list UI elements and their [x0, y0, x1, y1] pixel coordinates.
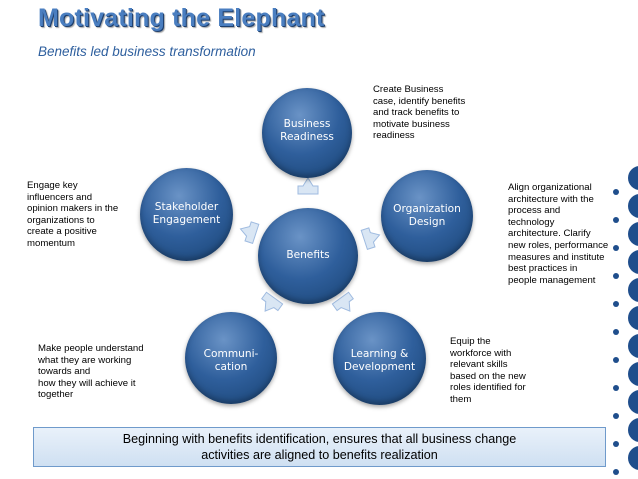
summary-line: Beginning with benefits identification, …: [122, 432, 517, 446]
deco-dot: [628, 362, 638, 386]
arrow-lower-left-icon: [261, 291, 284, 312]
note-line: technology: [508, 216, 555, 228]
node-label: Readiness: [280, 131, 334, 143]
node-label: Development: [343, 361, 416, 373]
deco-dot: [628, 334, 638, 358]
node-label: Business: [283, 118, 331, 130]
deco-dot: [628, 194, 638, 218]
summary-box: Beginning with benefits identification, …: [33, 427, 606, 467]
note-communication: Make people understand what they are wor…: [38, 343, 144, 401]
deco-dot: [613, 469, 619, 475]
deco-dot: [613, 441, 619, 447]
deco-dot: [613, 329, 619, 335]
note-line: case, identify benefits: [373, 95, 466, 107]
deco-dot: [628, 222, 638, 246]
deco-dot: [628, 306, 638, 330]
note-line: based on the new: [450, 370, 526, 382]
deco-dot: [628, 250, 638, 274]
note-line: how they will achieve it: [38, 377, 136, 389]
note-line: and track benefits to: [373, 107, 460, 119]
note-line: new roles, performance: [508, 239, 609, 251]
deco-dot: [628, 418, 638, 442]
note-line: influencers and: [27, 191, 93, 203]
note-line: Engage key: [27, 180, 78, 191]
note-line: Align organizational: [508, 182, 592, 193]
note-organization-design: Align organizational architecture with t…: [508, 182, 608, 286]
deco-dot: [613, 273, 619, 279]
arrow-up-icon: [297, 177, 319, 195]
note-stakeholder-engagement: Engage key influencers and opinion maker…: [27, 180, 118, 250]
note-line: momentum: [27, 237, 75, 249]
node-label: Design: [408, 216, 446, 228]
node-label: Stakeholder: [154, 201, 219, 213]
note-business-readiness: Create Business case, identify benefits …: [373, 84, 465, 142]
page-subtitle: Benefits led business transformation: [38, 44, 256, 59]
arrow-upper-left-icon: [239, 221, 260, 244]
deco-dot: [628, 166, 638, 190]
note-line: organizations to: [27, 214, 95, 226]
node-label: Organization: [393, 203, 461, 215]
note-line: roles identified for: [450, 382, 526, 394]
note-line: people management: [508, 274, 596, 286]
node-business-readiness: Business Readiness: [262, 88, 352, 178]
arrow-lower-right-icon: [331, 291, 354, 312]
note-line: relevant skills: [450, 359, 508, 371]
node-label: cation: [214, 361, 248, 373]
node-stakeholder-engagement: Stakeholder Engagement: [140, 168, 233, 261]
deco-dot: [613, 189, 619, 195]
node-communication: Communi- cation: [185, 312, 277, 404]
deco-dot: [613, 413, 619, 419]
note-learning-development: Equip the workforce with relevant skills…: [450, 336, 526, 406]
node-label: Benefits: [286, 249, 330, 261]
note-line: architecture with the: [508, 193, 594, 205]
note-line: measures and institute: [508, 251, 605, 263]
note-line: them: [450, 393, 472, 405]
node-label: Engagement: [152, 214, 221, 226]
note-line: readiness: [373, 130, 415, 142]
deco-dot: [613, 357, 619, 363]
note-line: create a positive: [27, 226, 97, 238]
page-title: Motivating the Elephant: [38, 4, 325, 32]
note-line: Create Business: [373, 84, 444, 95]
deco-dot: [628, 390, 638, 414]
deco-dot: [628, 278, 638, 302]
note-line: best practices in: [508, 263, 578, 275]
note-line: towards and: [38, 366, 91, 378]
note-line: motivate business: [373, 118, 450, 130]
note-line: process and: [508, 205, 561, 217]
node-organization-design: Organization Design: [381, 170, 473, 262]
node-label: Communi-: [203, 348, 259, 360]
note-line: together: [38, 389, 74, 401]
deco-dot: [628, 446, 638, 470]
note-line: what they are working: [38, 354, 132, 366]
summary-line: activities are aligned to benefits reali…: [201, 448, 438, 462]
note-line: opinion makers in the: [27, 203, 119, 215]
arrow-upper-right-icon: [360, 227, 381, 250]
note-line: Equip the: [450, 336, 491, 347]
node-label: Learning &: [350, 348, 409, 360]
deco-dot: [613, 245, 619, 251]
node-learning-development: Learning & Development: [333, 312, 426, 405]
note-line: architecture. Clarify: [508, 228, 591, 240]
note-line: Make people understand: [38, 343, 144, 354]
deco-dot: [613, 217, 619, 223]
deco-dot: [613, 385, 619, 391]
deco-dot: [613, 301, 619, 307]
node-benefits: Benefits: [258, 208, 358, 304]
note-line: workforce with: [450, 347, 512, 359]
